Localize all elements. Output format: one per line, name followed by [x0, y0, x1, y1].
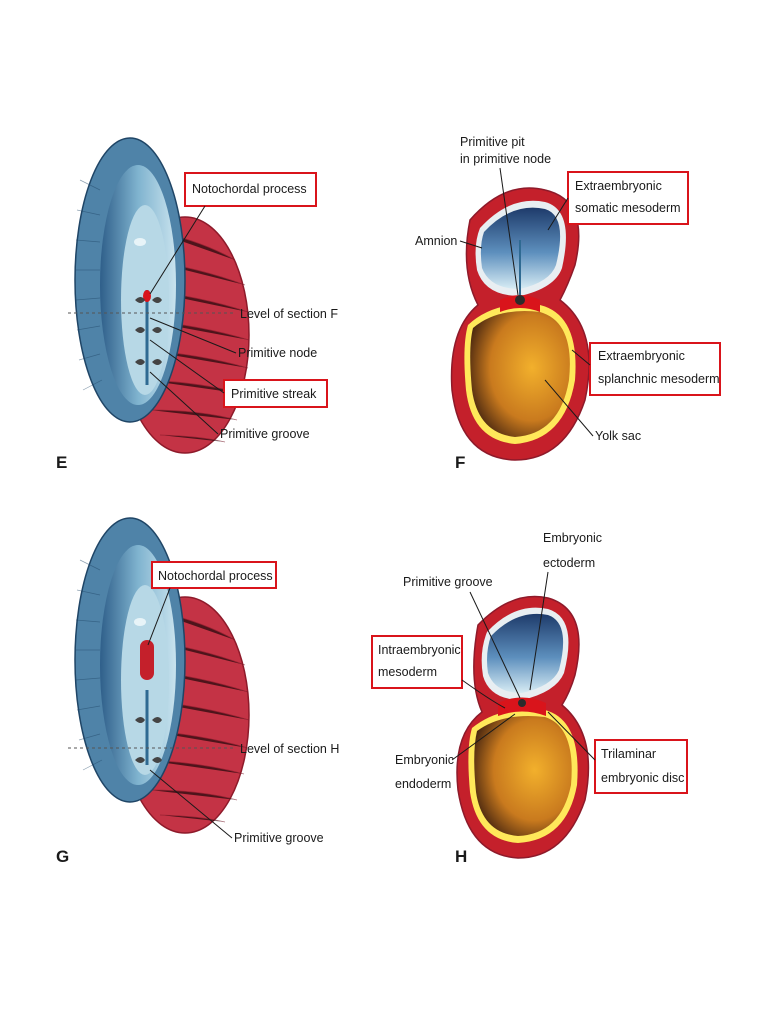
groove-label-h: Primitive groove — [403, 575, 493, 589]
panel-g: Notochordal process Level of section H P… — [56, 517, 339, 866]
panel-h: Embryonic ectoderm Primitive groove Intr… — [371, 531, 688, 866]
tri-label-2: embryonic disc — [601, 771, 684, 785]
notochordal-box-g — [151, 561, 277, 589]
level-label-g: Level of section H — [240, 742, 339, 756]
trilaminar-box-h — [594, 739, 688, 794]
streak-box-e — [223, 379, 328, 408]
groove-label-e: Primitive groove — [220, 427, 310, 441]
notochordal-label-g: Notochordal process — [158, 569, 273, 583]
somatic-label-1: Extraembryonic — [575, 179, 662, 193]
node-label-e: Primitive node — [238, 346, 317, 360]
embryo-disc-e — [74, 137, 250, 454]
intra-label-2: mesoderm — [378, 665, 437, 679]
panel-f: Primitive pit in primitive node Extraemb… — [415, 135, 721, 472]
panel-e: Notochordal process Level of section F P… — [56, 137, 338, 472]
panel-letter-f: F — [455, 453, 465, 472]
panel-letter-g: G — [56, 847, 69, 866]
level-label-e: Level of section F — [240, 307, 338, 321]
embryo-section-f — [450, 187, 590, 461]
intra-box-h — [371, 635, 463, 689]
pit-label-2: in primitive node — [460, 152, 551, 166]
tri-label-1: Trilaminar — [601, 747, 656, 761]
endo-label-1: Embryonic — [395, 753, 454, 767]
notochordal-box-e — [184, 172, 317, 207]
groove-label-g: Primitive groove — [234, 831, 324, 845]
yolk-label: Yolk sac — [595, 429, 641, 443]
somatic-label-2: somatic mesoderm — [575, 201, 681, 215]
intra-label-1: Intraembryonic — [378, 643, 461, 657]
panel-letter-e: E — [56, 453, 67, 472]
ecto-label-2: ectoderm — [543, 556, 595, 570]
embryo-section-h — [456, 595, 590, 859]
splanch-label-2: splanchnic mesoderm — [598, 372, 720, 386]
panel-letter-h: H — [455, 847, 467, 866]
ecto-label-1: Embryonic — [543, 531, 602, 545]
notochordal-label-e: Notochordal process — [192, 182, 307, 196]
splanch-label-1: Extraembryonic — [598, 349, 685, 363]
somatic-box-f — [567, 171, 689, 225]
streak-label-e: Primitive streak — [231, 387, 317, 401]
amnion-label: Amnion — [415, 234, 457, 248]
pit-label-1: Primitive pit — [460, 135, 525, 149]
splanchnic-box-f — [589, 342, 721, 396]
endo-label-2: endoderm — [395, 777, 451, 791]
